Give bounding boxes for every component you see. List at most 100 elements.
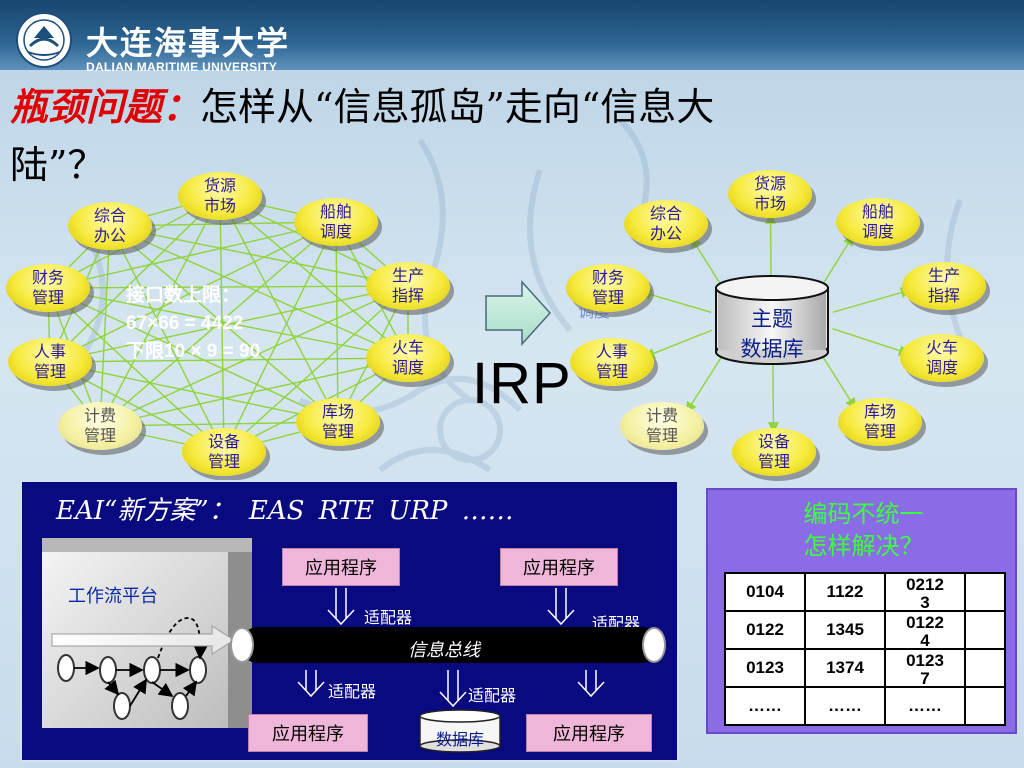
workflow-box-top <box>42 538 252 552</box>
eai-flow-graphics <box>51 588 605 753</box>
encoding-question: 编码不统一 怎样解决？ <box>803 500 924 560</box>
table-cell: 0122 <box>724 610 806 650</box>
interface-count-note: 接口数上限： 67×66 = 4422 下限10 × 9 = 90 <box>126 285 261 362</box>
table-cell: 0123 <box>724 648 806 688</box>
table-cell-text: 0104 <box>746 582 784 601</box>
table-cell: …… <box>724 686 806 726</box>
university-name-cn: 大连海事大学 <box>86 24 291 62</box>
table-cell-text: …… <box>748 696 782 715</box>
left-node-general-office: 综合 办公 <box>68 202 152 250</box>
eai-title: EAI“新方案”： EAS RTE URP …… <box>56 496 514 526</box>
app-box-bottom-right: 应用程序 <box>526 714 652 752</box>
spoke-link <box>685 347 728 414</box>
spoke-link <box>832 287 912 313</box>
overflow-digit: 3 <box>920 593 930 612</box>
spoke-link <box>643 329 713 359</box>
left-node-hr: 人事 管理 <box>8 338 92 386</box>
table-cell: 1345 <box>804 610 886 650</box>
header-bar <box>0 0 1024 70</box>
overflow-digit: 4 <box>920 631 930 650</box>
right-node-production-command: 生产 指挥 <box>902 262 986 310</box>
adapter-label-4: 适配器 <box>468 686 517 705</box>
information-bus <box>240 627 660 663</box>
information-bus-label: 信息总线 <box>408 640 480 661</box>
table-cell-text: 0212 <box>906 575 944 594</box>
mesh-link <box>109 225 225 454</box>
mesh-link <box>109 225 410 360</box>
table-row: ……………… <box>724 686 1006 726</box>
mesh-link <box>109 225 410 290</box>
spoke-link <box>640 289 712 314</box>
title-highlight: 瓶颈问题： <box>10 84 201 129</box>
title-line2: 陆”？ <box>10 143 106 187</box>
mesh-link <box>47 287 340 423</box>
transition-arrow-icon <box>485 280 552 346</box>
mesh-link <box>109 225 340 423</box>
right-node-cargo-market: 货源 市场 <box>728 170 812 218</box>
mesh-link <box>48 195 221 363</box>
left-node-ship-dispatch: 船舶 调度 <box>294 198 378 246</box>
right-node-hr: 人事 管理 <box>570 338 654 386</box>
table-cell-text: 1374 <box>826 658 864 677</box>
adapter-label-1: 适配器 <box>364 608 413 627</box>
table-cell-empty <box>964 610 1006 650</box>
university-name-en: DALIAN MARITIME UNIVERSITY <box>86 60 278 74</box>
left-node-finance: 财务 管理 <box>6 264 90 312</box>
app-box-top-right: 应用程序 <box>500 548 618 586</box>
spoke-link <box>832 328 911 356</box>
mesh-link <box>98 221 337 427</box>
spoke-link <box>767 359 780 434</box>
right-node-equipment: 设备 管理 <box>732 428 816 476</box>
left-node-train-dispatch: 火车 调度 <box>366 334 450 382</box>
table-cell-empty <box>964 686 1006 726</box>
table-cell: …… <box>884 686 966 726</box>
table-cell-text: 0123 <box>746 658 784 677</box>
mesh-link <box>47 280 410 292</box>
mesh-link <box>99 195 221 428</box>
database-label: 数据库 <box>435 730 484 749</box>
mesh-link <box>49 361 340 426</box>
mesh-link <box>218 195 230 454</box>
subject-database-label: 主题 数据库 <box>740 307 804 361</box>
mesh-link <box>98 285 409 428</box>
subject-database-cylinder <box>715 275 829 365</box>
mesh-link <box>48 285 409 366</box>
mesh-link <box>219 195 339 424</box>
table-cell-empty <box>964 648 1006 688</box>
mesh-link <box>222 285 409 453</box>
app-box-top-left: 应用程序 <box>282 548 400 586</box>
table-cell: 1374 <box>804 648 886 688</box>
eai-database-cylinder <box>419 709 501 753</box>
adapter-label-3: 适配器 <box>328 682 377 701</box>
table-cell-text: 0123 <box>906 651 944 670</box>
app-box-bottom-left: 应用程序 <box>248 714 368 752</box>
mesh-link <box>332 221 344 424</box>
right-node-yard: 库场 管理 <box>838 398 922 446</box>
overflow-digit: 7 <box>920 669 930 688</box>
left-node-billing: 计费 管理 <box>58 402 142 450</box>
workflow-platform-label: 工作流平台 <box>68 586 158 607</box>
mesh-link <box>223 221 337 454</box>
right-node-finance: 财务 管理 <box>566 264 650 312</box>
title-line1: 怎样从“信息孤岛”走向“信息大 <box>200 85 715 129</box>
table-cell-empty <box>964 572 1006 612</box>
mesh-link <box>98 357 409 430</box>
bus-cap-left <box>230 627 254 663</box>
table-cell-text: 1345 <box>826 620 864 639</box>
right-node-billing: 计费 管理 <box>620 402 704 450</box>
table-cell: …… <box>804 686 886 726</box>
mesh-link <box>49 352 410 364</box>
right-node-train-dispatch: 火车 调度 <box>900 334 984 382</box>
mesh-link <box>94 225 111 428</box>
mesh-link <box>47 287 410 362</box>
mesh-link <box>46 221 337 292</box>
bus-cap-right <box>642 627 666 663</box>
